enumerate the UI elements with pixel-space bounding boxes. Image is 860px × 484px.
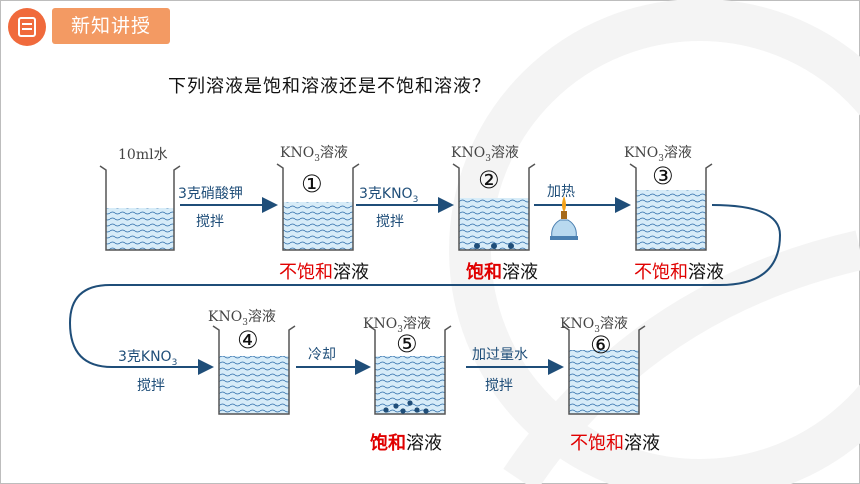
step-4-top: 3克KNO3 bbox=[118, 349, 178, 368]
beaker-2-number: ② bbox=[478, 166, 500, 194]
beaker-1-state: 不饱和溶液 bbox=[279, 262, 369, 283]
step-6-bottom: 搅拌 bbox=[485, 378, 513, 394]
beaker-4-label: KNO3溶液 bbox=[208, 309, 276, 328]
crystal-dot bbox=[407, 400, 413, 406]
beaker-5-label: KNO3溶液 bbox=[363, 316, 431, 335]
crystal-dot bbox=[383, 407, 389, 413]
beaker-2-state: 饱和溶液 bbox=[466, 262, 538, 283]
step-1-bottom: 搅拌 bbox=[196, 214, 224, 230]
beaker-6-number: ⑥ bbox=[590, 331, 612, 359]
section-title: 新知讲授 bbox=[52, 8, 170, 44]
beaker-1 bbox=[276, 163, 360, 251]
document-icon bbox=[8, 8, 46, 46]
step-4-bottom: 搅拌 bbox=[137, 378, 165, 394]
step-1-top: 3克硝酸钾 bbox=[178, 186, 243, 202]
beaker-3-state: 不饱和溶液 bbox=[634, 262, 724, 283]
beaker-1-number: ① bbox=[301, 170, 323, 198]
beaker-5-number: ⑤ bbox=[396, 330, 418, 358]
crystal-dot bbox=[423, 408, 429, 414]
beaker-5-state: 饱和溶液 bbox=[370, 433, 442, 454]
beaker-4-number: ④ bbox=[237, 326, 259, 354]
alcohol-lamp-icon bbox=[550, 196, 578, 240]
beaker-0 bbox=[99, 165, 181, 251]
beaker-1-label: KNO3溶液 bbox=[280, 145, 348, 164]
beaker-4 bbox=[212, 325, 296, 415]
beaker-3-label: KNO3溶液 bbox=[624, 145, 692, 164]
step-5-top: 冷却 bbox=[308, 347, 336, 363]
crystal-dot bbox=[400, 408, 406, 414]
beaker-2 bbox=[452, 163, 536, 251]
beaker-3 bbox=[629, 163, 713, 251]
step-6-top: 加过量水 bbox=[472, 347, 528, 363]
crystal-dot bbox=[508, 243, 514, 249]
crystal-dot bbox=[393, 403, 399, 409]
beaker-6 bbox=[562, 325, 646, 415]
beaker-3-number: ③ bbox=[652, 162, 674, 190]
crystal-dot bbox=[491, 243, 497, 249]
crystal-dot bbox=[474, 243, 480, 249]
question-text: 下列溶液是饱和溶液还是不饱和溶液？ bbox=[168, 76, 491, 97]
beaker-2-label: KNO3溶液 bbox=[451, 145, 519, 164]
beaker-5 bbox=[368, 325, 452, 415]
step-2-top: 3克KNO3 bbox=[359, 186, 419, 205]
crystal-dot bbox=[414, 407, 420, 413]
beaker-6-state: 不饱和溶液 bbox=[570, 433, 660, 454]
step-2-bottom: 搅拌 bbox=[376, 214, 404, 230]
step-3-top: 加热 bbox=[547, 184, 575, 200]
beaker-0-label: 10ml水 bbox=[118, 147, 168, 163]
beaker-6-label: KNO3溶液 bbox=[560, 316, 628, 335]
connector-curve bbox=[68, 204, 782, 375]
